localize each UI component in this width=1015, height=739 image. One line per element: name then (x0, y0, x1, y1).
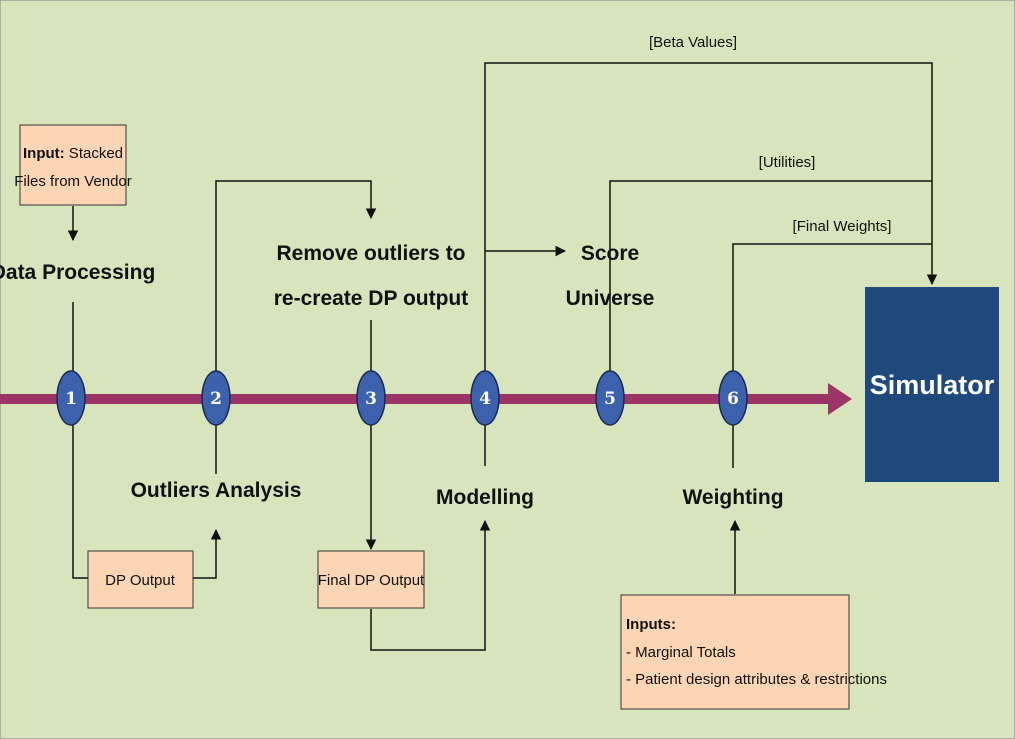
node-5: 5 (595, 370, 625, 426)
node-4: 4 (470, 370, 500, 426)
connector-utilities (609, 180, 932, 372)
connector-node-1-to-dp-output (72, 424, 88, 579)
edge-label-beta-values: [Beta Values] (649, 34, 737, 51)
node-6: 6 (718, 370, 748, 426)
node-number: 3 (365, 389, 377, 409)
node-circle (56, 370, 86, 426)
connector-beta-values (484, 62, 938, 372)
connector-final-weights (732, 243, 932, 372)
stage-outliers-analysis: Outliers Analysis (131, 479, 302, 502)
connector-final-dp-output-to-modelling (370, 519, 491, 651)
node-2: 2 (201, 370, 231, 426)
node-circle (718, 370, 748, 426)
input-box-line2: Files from Vendor (14, 173, 132, 190)
node-circle (595, 370, 625, 426)
node-circle (470, 370, 500, 426)
inputs-box (620, 594, 850, 710)
node-1: 1 (56, 370, 86, 426)
node-circle (356, 370, 386, 426)
inputs-box-item-1: - Marginal Totals (626, 644, 736, 661)
stage-data-processing: Data Processing (0, 261, 155, 284)
node-circle (201, 370, 231, 426)
dp-output-label: DP Output (105, 572, 176, 589)
stage-score-line2: Universe (566, 287, 655, 310)
input-box (19, 124, 127, 206)
dp-output-box (87, 550, 194, 609)
final-dp-output-box (317, 550, 425, 609)
node-3: 3 (356, 370, 386, 426)
node-number: 2 (210, 389, 222, 409)
edge-label-final-weights: [Final Weights] (793, 218, 892, 235)
connector-dp-output-to-outliers-analysis (193, 528, 222, 579)
timeline-arrowhead (828, 383, 852, 415)
input-box-line1: Input: Stacked (23, 145, 123, 162)
node-number: 1 (65, 389, 77, 409)
stage-score-line1: Score (581, 242, 639, 265)
connector-node-2-to-remove-outliers (215, 180, 377, 372)
simulator-box (865, 287, 999, 482)
node-number: 4 (479, 389, 491, 409)
simulator-label: Simulator (870, 370, 995, 400)
stage-weighting: Weighting (682, 486, 783, 509)
stage-modelling: Modelling (436, 486, 534, 509)
edge-label-utilities: [Utilities] (759, 154, 816, 171)
node-number: 6 (727, 389, 739, 409)
connectors (67, 62, 938, 651)
stage-remove-outliers-line1: Remove outliers to (276, 242, 465, 265)
inputs-box-title: Inputs: (626, 616, 676, 633)
node-number: 5 (604, 389, 616, 409)
timeline-bar (0, 394, 828, 404)
stage-remove-outliers-line2: re-create DP output (274, 287, 469, 310)
final-dp-output-label: Final DP Output (318, 572, 425, 589)
inputs-box-item-2: - Patient design attributes & restrictio… (626, 671, 887, 688)
